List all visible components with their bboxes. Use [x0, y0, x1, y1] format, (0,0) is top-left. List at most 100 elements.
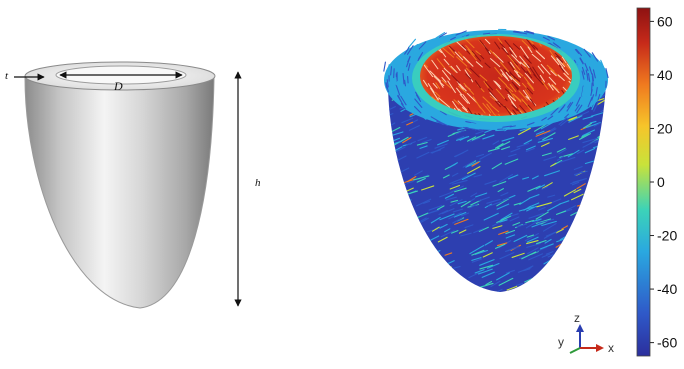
axis-y-label: y [558, 335, 564, 349]
fiber-streak [608, 114, 618, 117]
fiber-streak [383, 289, 394, 294]
fiber-streak [591, 281, 605, 285]
fiber-streak [608, 185, 620, 191]
fiber-streak [382, 214, 389, 218]
fiber-streak [584, 256, 597, 259]
fiber-streak [579, 266, 588, 269]
fiber-streak [593, 243, 607, 247]
fiber-streak [570, 232, 582, 237]
fiber-streak [504, 122, 509, 123]
fiber-streak [380, 213, 395, 218]
fiber-streak [586, 222, 595, 226]
fiber-streak [602, 233, 615, 238]
fiber-streak [582, 262, 589, 265]
fiber-streak [387, 188, 394, 191]
thickness-label: t [5, 70, 9, 82]
axis-z-label: z [574, 311, 580, 325]
fiber-streak [580, 202, 589, 204]
fiber-streak [551, 287, 561, 292]
fiber-streak [405, 237, 417, 242]
fiber-streak [401, 218, 410, 223]
fiber-streak [582, 231, 591, 234]
fiber-streak [596, 236, 608, 243]
shell-body [25, 78, 214, 308]
fiber-streak [548, 283, 559, 287]
fiber-streak [389, 182, 400, 187]
fiber-streak [606, 272, 616, 276]
fiber-streak [411, 232, 417, 234]
fiber-streak [392, 211, 402, 215]
fiber-streak [587, 276, 595, 280]
fiber-streak [393, 241, 404, 247]
fiber-streak [381, 204, 388, 207]
axis-x-label: x [608, 341, 614, 355]
fiber-streak [614, 139, 626, 143]
fiber-streak [615, 290, 625, 294]
fiber-streak [581, 270, 591, 275]
colorbar-tick-label: 40 [657, 67, 673, 83]
fiber-streak [578, 248, 590, 251]
fiber-streak [568, 237, 582, 244]
fiber-streak [399, 241, 405, 245]
fiber-streak [530, 279, 536, 281]
fiber-streak [573, 224, 580, 228]
colorbar-tick-label: -40 [657, 281, 677, 297]
fiber-streak [573, 275, 585, 278]
fiber-streak [612, 181, 627, 185]
fiber-streak [578, 226, 586, 230]
fiber-streak [603, 283, 609, 286]
fiber-streak [381, 98, 387, 101]
fiber-streak [576, 232, 582, 235]
fiber-streak [601, 265, 609, 269]
fiber-streak [417, 240, 427, 245]
fiber-streak [567, 264, 579, 271]
fiber-streak [583, 254, 594, 259]
fiber-streak [496, 130, 504, 131]
fiber-streak [606, 265, 618, 272]
fiber-streak [439, 289, 449, 292]
axes-triad: z x y [558, 311, 614, 355]
fiber-streak [387, 193, 396, 196]
fiber-streak [607, 268, 622, 273]
fiber-streak [569, 273, 576, 277]
fiber-streak [611, 160, 620, 165]
fiber-streak [448, 291, 454, 294]
colorbar-tick-label: 0 [657, 174, 665, 190]
fiber-streak [402, 269, 416, 274]
fiber-streak [387, 261, 395, 264]
fiber-streak [389, 181, 394, 184]
fiber-streak [553, 262, 562, 266]
fiber-streak [605, 168, 616, 171]
fiber-streak [382, 130, 392, 135]
fiber-streak [545, 289, 552, 291]
fiber-streak [589, 237, 599, 243]
fiber-streak [428, 247, 435, 249]
fiber-streak [385, 209, 397, 213]
fiber-streak [417, 244, 431, 249]
fiber-streak [593, 217, 604, 223]
colorbar-tick-label: -20 [657, 228, 677, 244]
fiber-streak [391, 258, 403, 262]
fiber-streak [597, 254, 608, 257]
fiber-streak [597, 268, 611, 272]
fiber-streak [416, 253, 429, 260]
fiber-streak [402, 287, 412, 293]
fiber-streak [553, 283, 560, 287]
fiber-streak [388, 224, 397, 229]
fiber-streak [551, 268, 559, 271]
fiber-streak [611, 252, 625, 258]
fiber-streak [605, 136, 620, 140]
fiber-streak [583, 224, 592, 227]
fiber-streak [594, 264, 603, 267]
fiber-streak [416, 291, 424, 294]
fiber-streak [592, 83, 593, 91]
fiber-streak [381, 154, 388, 157]
height-label: h [255, 177, 261, 189]
fiber-streak [440, 267, 452, 272]
fiber-streak [609, 185, 623, 190]
fiber-streak [582, 254, 591, 259]
fiber-streak [579, 271, 588, 274]
